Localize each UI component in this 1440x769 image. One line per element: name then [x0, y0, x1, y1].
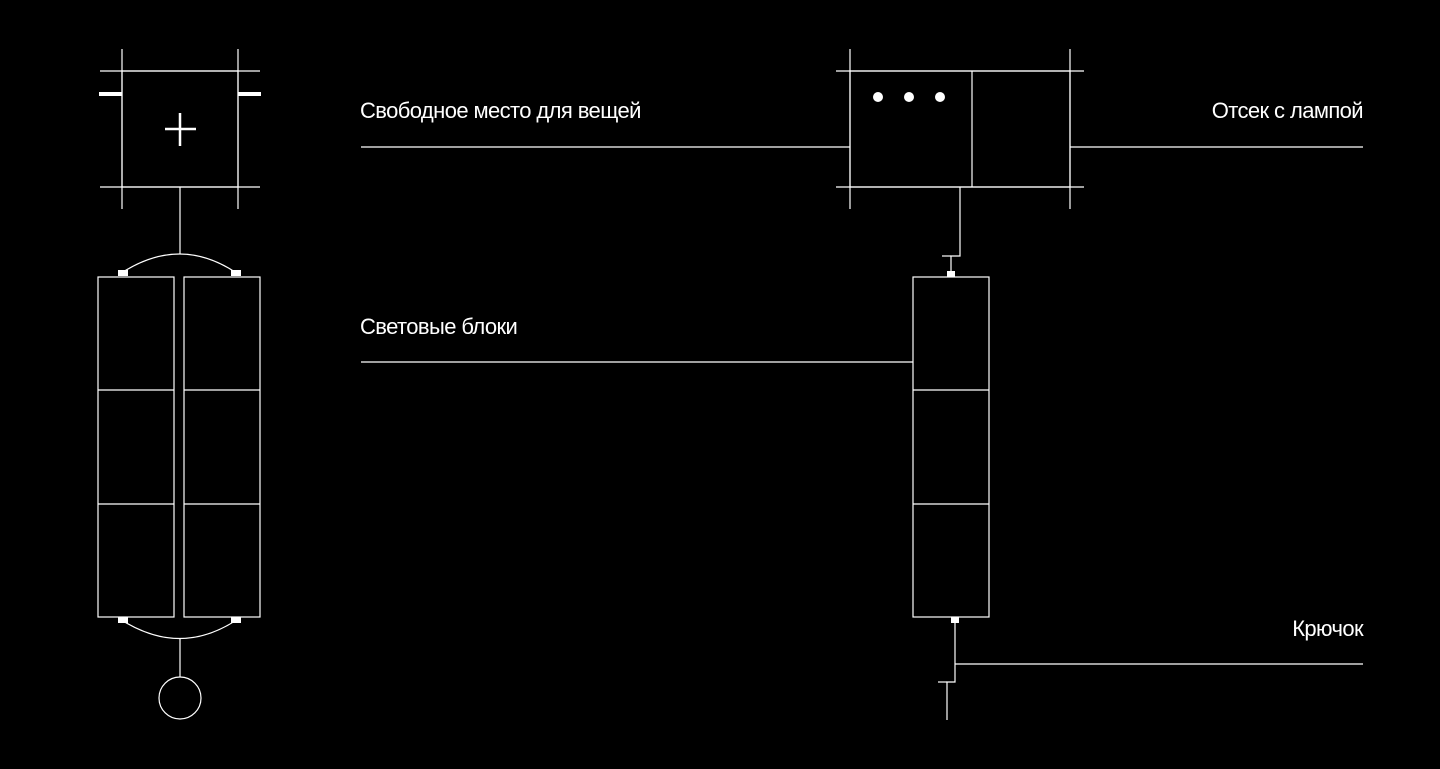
front-light-blocks [97, 276, 261, 618]
side-light-blocks [912, 276, 990, 618]
callout-hook: Крючок [955, 616, 1365, 665]
front-view [97, 49, 261, 720]
callout-light-blocks: Световые блоки [360, 314, 913, 363]
dots-icon [873, 92, 945, 102]
callout-lamp-compartment: Отсек с лампой [1070, 98, 1364, 148]
right-tab [238, 92, 261, 96]
ring-icon [158, 676, 202, 720]
left-tab [99, 92, 122, 96]
bottom-arc-connector [122, 620, 236, 640]
label-light-blocks: Световые блоки [360, 314, 517, 339]
top-arc-connector [122, 253, 236, 273]
side-view [836, 49, 1084, 720]
label-storage: Свободное место для вещей [360, 98, 641, 123]
label-hook: Крючок [1292, 616, 1364, 641]
hook [938, 617, 959, 720]
label-lamp-compartment: Отсек с лампой [1212, 98, 1363, 123]
side-top-module [836, 49, 1084, 209]
plus-icon [165, 113, 196, 146]
callout-storage: Свободное место для вещей [360, 98, 850, 148]
front-top-module [99, 49, 261, 209]
